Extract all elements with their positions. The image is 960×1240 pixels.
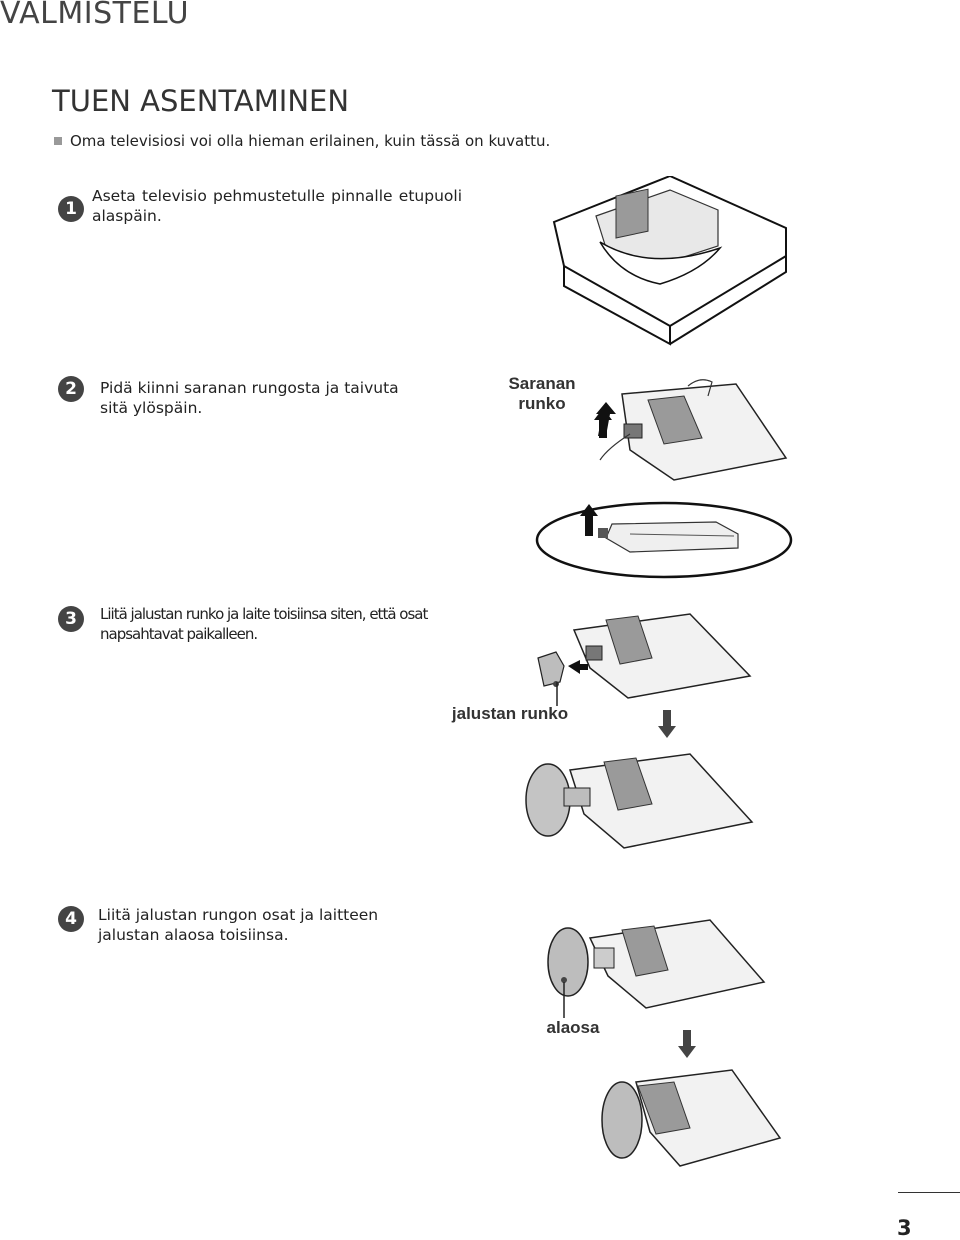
down-arrow-icon bbox=[658, 710, 676, 738]
note-text: Oma televisiosi voi olla hieman erilaine… bbox=[70, 132, 551, 150]
bottom-attach-illustration bbox=[547, 919, 766, 1009]
step-2-text: Pidä kiinni saranan rungosta ja taivuta … bbox=[100, 379, 399, 417]
step-2-number: 2 bbox=[58, 376, 84, 402]
pointer-line bbox=[556, 682, 558, 706]
note: Oma televisiosi voi olla hieman erilaine… bbox=[54, 132, 550, 150]
stand-attached-illustration bbox=[525, 753, 754, 849]
step-1-text: Aseta televisio pehmustetulle pinnalle e… bbox=[92, 187, 462, 225]
step-1-number: 1 bbox=[58, 196, 84, 222]
hinge-body-label: Saranan runko bbox=[508, 374, 576, 413]
section-header: VALMISTELU bbox=[0, 0, 190, 31]
up-arrow-icon bbox=[594, 408, 612, 438]
stand-attach-illustration bbox=[537, 613, 752, 699]
tv-with-stand-illustration bbox=[601, 1069, 782, 1167]
step-3-text: Liitä jalustan runko ja laite toisiinsa … bbox=[100, 605, 428, 643]
page-title: TUEN ASENTAMINEN bbox=[52, 84, 350, 118]
bullet-square-icon bbox=[54, 137, 62, 145]
step-4-number: 4 bbox=[58, 906, 84, 932]
stand-body-label: jalustan runko bbox=[451, 704, 569, 723]
bottom-label: alaosa bbox=[546, 1018, 600, 1037]
tv-on-cushion-illustration bbox=[552, 176, 787, 346]
hinge-detail-ellipse bbox=[535, 501, 793, 579]
down-arrow-icon-2 bbox=[678, 1030, 696, 1058]
page-number: 3 bbox=[897, 1216, 912, 1240]
step-4-text: Liitä jalustan rungon osat ja laitteen j… bbox=[98, 906, 379, 944]
step-3-number: 3 bbox=[58, 606, 84, 632]
hinge-body-illustration bbox=[596, 379, 788, 481]
page-number-rule bbox=[898, 1192, 960, 1193]
pointer-line-2 bbox=[563, 982, 565, 1018]
